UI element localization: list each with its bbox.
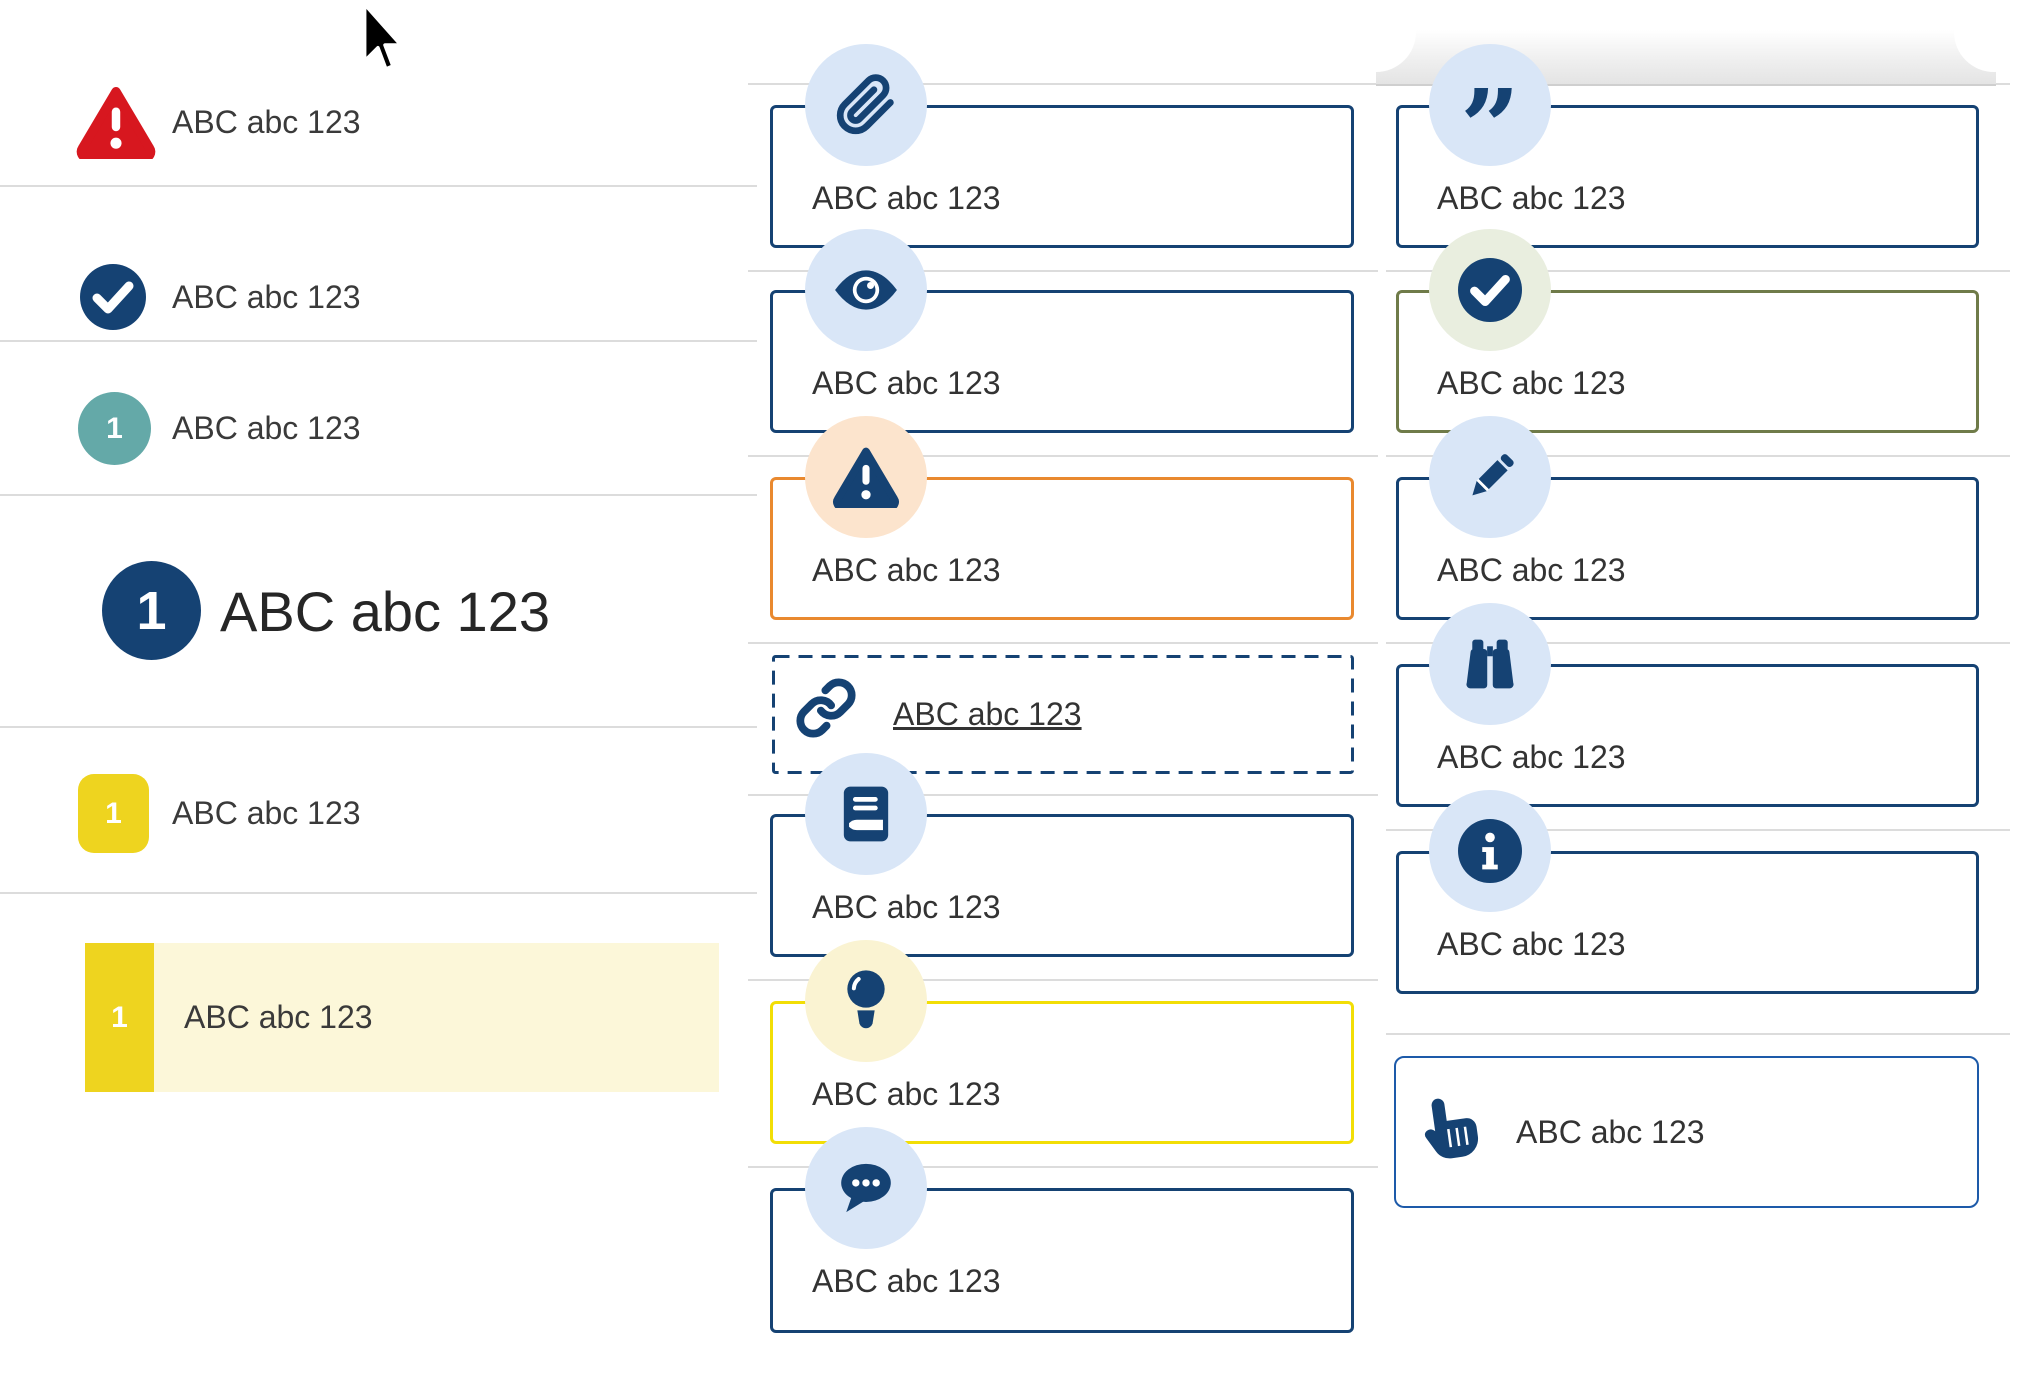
dashed-border xyxy=(772,655,1354,774)
callout-label: ABC abc 123 xyxy=(1437,926,1626,962)
row-separator xyxy=(748,979,1378,981)
list-item-label-large: ABC abc 123 xyxy=(220,580,550,643)
list-item-label: ABC abc 123 xyxy=(172,795,361,831)
row-separator xyxy=(1386,1033,2010,1035)
link-text[interactable]: ABC abc 123 xyxy=(893,696,1082,732)
list-item-label: ABC abc 123 xyxy=(172,104,361,140)
warning-triangle-icon xyxy=(76,86,156,159)
divider xyxy=(0,726,757,728)
row-separator xyxy=(748,1166,1378,1168)
yellow-number-square: 1 xyxy=(78,774,149,853)
badge-number: 1 xyxy=(106,411,123,445)
hand-pointer-icon xyxy=(1424,1098,1479,1159)
divider xyxy=(0,494,757,496)
badge-number: 1 xyxy=(136,580,167,641)
mouse-cursor-icon xyxy=(362,2,403,71)
large-navy-number-badge: 1 xyxy=(102,561,201,660)
row-separator xyxy=(1386,270,2010,272)
info-icon xyxy=(1429,790,1551,912)
callout-label: ABC abc 123 xyxy=(1437,365,1626,401)
callout-label: ABC abc 123 xyxy=(1437,552,1626,588)
badge-number: 1 xyxy=(111,1000,128,1034)
row-separator xyxy=(1386,455,2010,457)
link-icon xyxy=(796,678,856,738)
speech-bubble-icon xyxy=(805,1127,927,1249)
badge-number: 1 xyxy=(105,796,122,830)
yellow-number-bar: 1 xyxy=(85,943,154,1092)
row-separator xyxy=(748,83,1378,85)
quote-glyph: ” xyxy=(1460,66,1520,189)
callout-label: ABC abc 123 xyxy=(1437,180,1626,216)
list-item-label: ABC abc 123 xyxy=(172,410,361,446)
quote-icon: ” xyxy=(1429,44,1551,180)
row-separator xyxy=(1386,829,2010,831)
callout-action[interactable] xyxy=(1394,1056,1979,1208)
tab-corner-right xyxy=(1954,0,2026,72)
teal-number-badge: 1 xyxy=(78,392,151,465)
check-circle-icon xyxy=(80,264,146,330)
callout-label: ABC abc 123 xyxy=(1516,1114,1705,1150)
callout-label: ABC abc 123 xyxy=(812,1263,1001,1299)
eye-icon xyxy=(805,229,927,351)
callout-label: ABC abc 123 xyxy=(1437,739,1626,775)
tab-corner-left xyxy=(1336,0,1416,72)
divider xyxy=(0,340,757,342)
book-icon xyxy=(805,753,927,875)
row-separator xyxy=(748,455,1378,457)
row-separator xyxy=(1386,642,2010,644)
check-circle-icon xyxy=(1429,229,1551,351)
callout-label: ABC abc 123 xyxy=(812,365,1001,401)
paperclip-icon xyxy=(805,44,927,166)
lightbulb-icon xyxy=(805,940,927,1062)
callout-visibility xyxy=(770,290,1354,433)
divider xyxy=(0,892,757,894)
callout-label: ABC abc 123 xyxy=(812,889,1001,925)
callout-label: ABC abc 123 xyxy=(812,552,1001,588)
callout-label: ABC abc 123 xyxy=(812,1076,1001,1112)
row-separator xyxy=(748,794,1378,796)
highlighted-row[interactable] xyxy=(85,943,719,1092)
pencil-icon xyxy=(1429,416,1551,538)
callout-label: ABC abc 123 xyxy=(812,180,1001,216)
divider xyxy=(0,185,757,187)
row-separator xyxy=(748,270,1378,272)
warning-icon xyxy=(805,416,927,538)
list-item-label: ABC abc 123 xyxy=(172,279,361,315)
binoculars-icon xyxy=(1429,603,1551,725)
list-item-label: ABC abc 123 xyxy=(184,999,373,1035)
callout-link xyxy=(772,655,1354,774)
row-separator xyxy=(748,642,1378,644)
